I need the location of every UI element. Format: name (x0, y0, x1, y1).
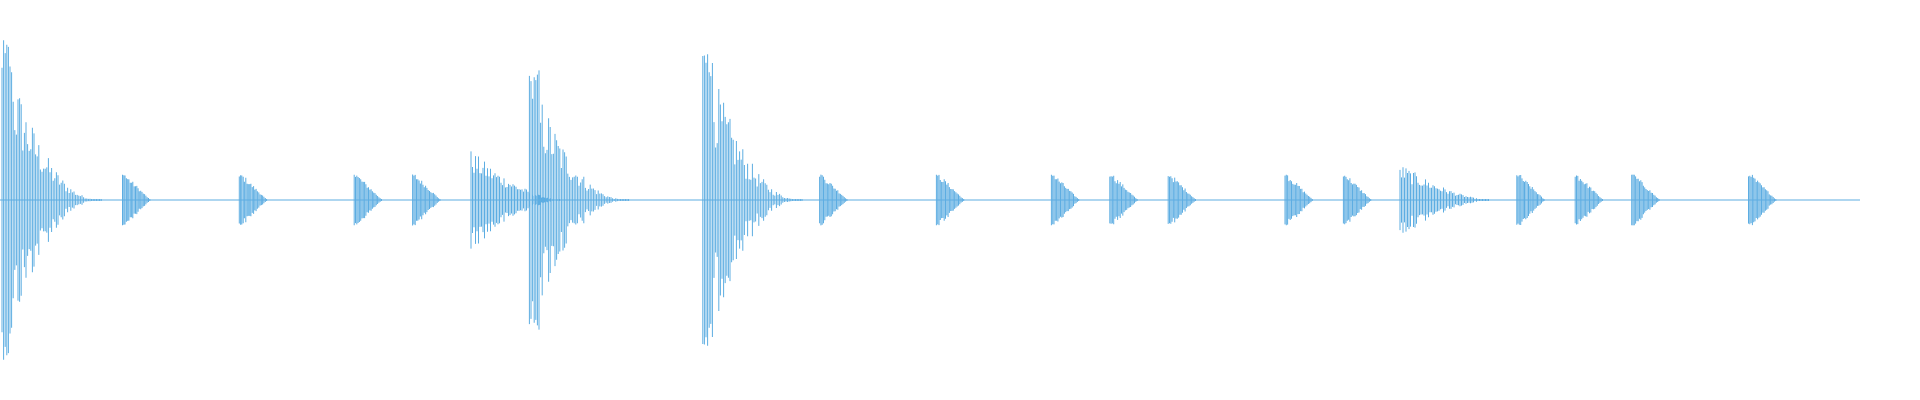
waveform-hit (1342, 175, 1372, 225)
waveform-hit (819, 174, 848, 226)
waveform-hit-shape (1399, 167, 1489, 233)
waveform-hit (1, 40, 102, 360)
waveform-hit (935, 174, 965, 226)
waveform-hit (1050, 174, 1080, 226)
waveform-hit (1109, 175, 1138, 225)
waveform-hit-shape (702, 54, 803, 346)
waveform-hit (1516, 175, 1545, 225)
waveform-hit-shape (412, 174, 441, 226)
waveform-hit-shape (1, 40, 102, 360)
waveform-hit (1631, 174, 1660, 226)
waveform-hit-shape (1284, 174, 1313, 226)
waveform-hit-shape (528, 70, 630, 330)
waveform-hit-shape (1631, 174, 1660, 226)
waveform-hit (528, 70, 630, 330)
waveform-hit-shape (1050, 174, 1080, 226)
waveform-hit-shape (1516, 175, 1545, 225)
waveform-hit-shape (1167, 176, 1196, 224)
waveform-hit (238, 175, 268, 225)
waveform-hit (1284, 174, 1313, 226)
waveform-hit (1399, 167, 1489, 233)
waveform-hit (122, 174, 151, 226)
waveform-hit-shape (122, 174, 151, 226)
waveform-hit-shape (353, 174, 382, 226)
waveform-hit (1574, 175, 1603, 225)
waveform-hit-shape (1109, 175, 1138, 225)
waveform-hit-shape (1748, 174, 1777, 226)
waveform-hit (412, 174, 441, 226)
waveform-hit-shape (819, 174, 848, 226)
waveform-hit-shape (238, 175, 268, 225)
waveform-hit-shape (1574, 175, 1603, 225)
waveform-hit-shape (935, 174, 965, 226)
waveform-hit (353, 174, 382, 226)
waveform-hit-shape (1342, 175, 1372, 225)
waveform-hit (1748, 174, 1777, 226)
waveform-hit (702, 54, 803, 346)
waveform-hit (1167, 176, 1196, 224)
